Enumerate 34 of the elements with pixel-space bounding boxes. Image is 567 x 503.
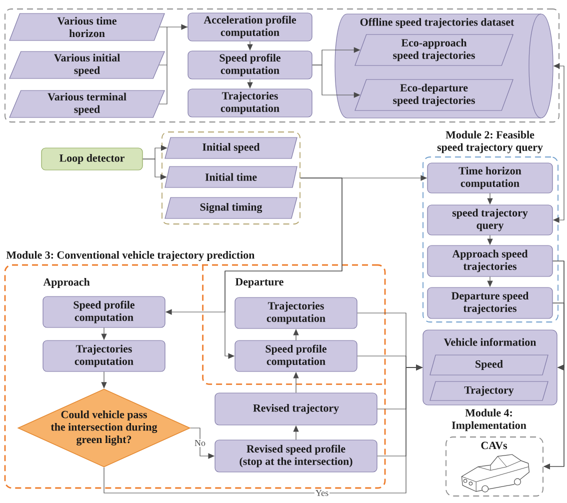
data-parallelogram: Various time horizon bbox=[9, 13, 165, 41]
node-label: Module 3: Conventional vehicle trajectory prediction bbox=[6, 251, 255, 261]
process-box: Speed profile computation bbox=[42, 296, 166, 328]
data-parallelogram: Initial time bbox=[164, 166, 298, 188]
data-parallelogram: Various terminal speed bbox=[9, 90, 165, 118]
node-label: Module 4: Implementation bbox=[452, 408, 526, 432]
process-box: Speed profile computation bbox=[234, 340, 358, 372]
process-box: Revised trajectory bbox=[214, 392, 378, 426]
process-box: Revised speed profile (stop at the intersection) bbox=[214, 440, 378, 472]
data-parallelogram: Speed bbox=[430, 354, 548, 376]
node-label: Module 2: Feasible speed trajectory query bbox=[437, 130, 543, 154]
group-frame bbox=[4, 8, 560, 122]
data-parallelogram: Eco-departure speed trajectories bbox=[354, 79, 514, 111]
edge-label: Yes bbox=[314, 489, 330, 497]
group-frame bbox=[162, 132, 300, 224]
process-box: Acceleration profile computation bbox=[188, 12, 312, 42]
process-box: speed trajectory query bbox=[427, 204, 553, 236]
process-box: Time horizon computation bbox=[427, 162, 553, 194]
arrow bbox=[224, 178, 342, 359]
arrow bbox=[158, 24, 188, 104]
process-box: Trajectories computation bbox=[42, 340, 166, 372]
process-box: Trajectories computation bbox=[188, 88, 312, 118]
process-box: Trajectories computation bbox=[234, 297, 358, 329]
source-box: Loop detector bbox=[41, 148, 143, 170]
data-parallelogram: Various initial speed bbox=[9, 51, 165, 79]
group-frame: Module 4: Implementation CAVs bbox=[446, 408, 544, 496]
process-box: Speed profile computation bbox=[188, 50, 312, 80]
process-box: Approach speed trajectories bbox=[427, 245, 553, 277]
data-parallelogram: Signal timing bbox=[164, 197, 298, 219]
data-parallelogram: Trajectory bbox=[430, 381, 548, 401]
edge-label: No bbox=[194, 439, 206, 447]
data-parallelogram: Initial speed bbox=[164, 137, 298, 159]
process-box: Departure speed trajectories bbox=[427, 287, 553, 319]
data-parallelogram: Eco-approach speed trajectories bbox=[354, 34, 514, 66]
